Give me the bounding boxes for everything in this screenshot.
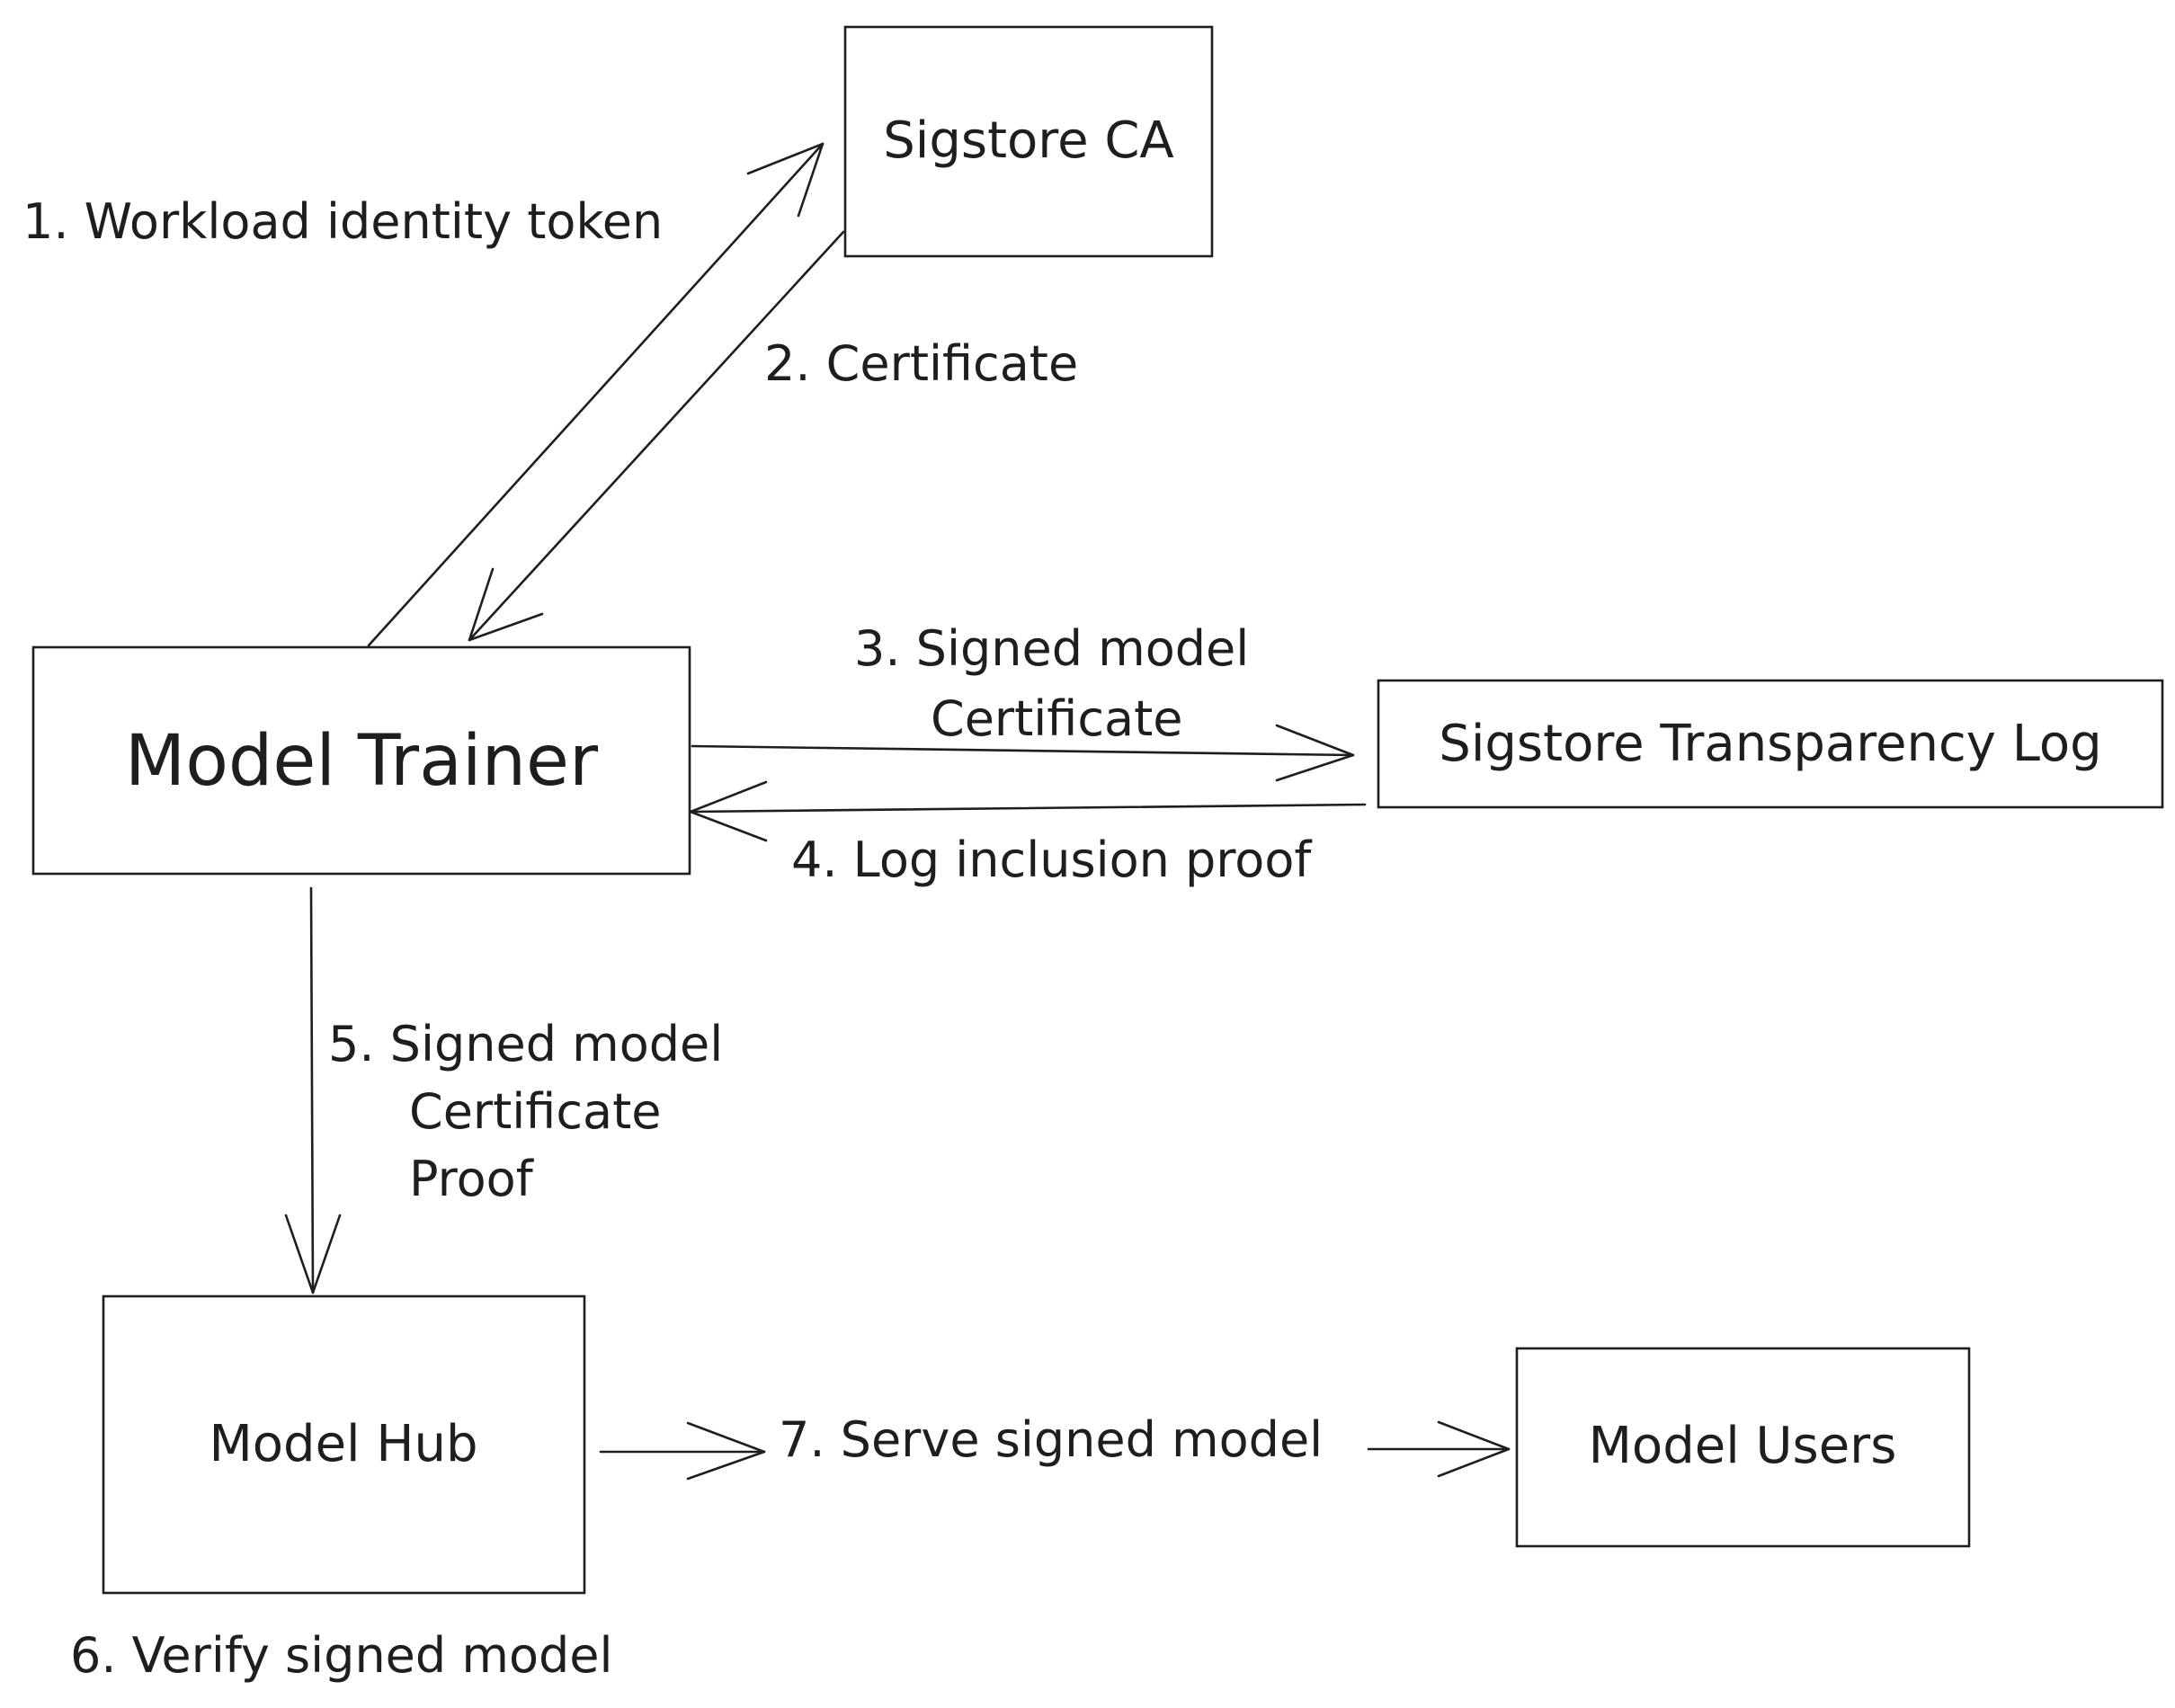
edge-5-label-line3: Proof (409, 1151, 535, 1207)
edge-7-arrowhead-a (686, 1421, 766, 1481)
node-sigstore-ca[interactable]: Sigstore CA (843, 25, 1214, 258)
edge-2-arrowhead (468, 567, 544, 642)
node-model-hub[interactable]: Model Hub (102, 1294, 586, 1595)
edge-2-label: 2. Certificate (764, 335, 1078, 392)
node-transparency-log-label: Sigstore Transparency Log (1439, 715, 2101, 773)
step-6-label: 6. Verify signed model (70, 1627, 613, 1684)
edge-4-label: 4. Log inclusion proof (791, 832, 1313, 888)
edge-1-line (367, 142, 825, 647)
edge-1-arrowhead (746, 142, 825, 218)
edge-7-label: 7. Serve signed model (779, 1411, 1323, 1468)
edge-3-label-line1: 3. Signed model (854, 620, 1249, 677)
edge-certificate (468, 230, 845, 642)
edge-serve-signed-model (599, 1420, 1511, 1481)
edge-5-arrowhead (284, 1214, 342, 1294)
node-model-users[interactable]: Model Users (1515, 1347, 1971, 1548)
edge-5-label-line1: 5. Signed model (328, 1016, 723, 1072)
edge-4-arrowhead (689, 780, 768, 842)
edge-3-arrowhead (1275, 724, 1355, 782)
node-model-trainer[interactable]: Model Trainer (31, 645, 691, 876)
edge-3-label-line2: Certificate (931, 690, 1183, 747)
edge-5-label-line2: Certificate (409, 1083, 662, 1140)
node-model-trainer-label: Model Trainer (125, 721, 599, 802)
edge-7-arrowhead-b (1437, 1420, 1511, 1478)
edge-workload-identity-token (367, 142, 825, 647)
node-sigstore-ca-label: Sigstore CA (883, 111, 1174, 170)
edge-signed-model-to-hub (284, 886, 342, 1294)
node-transparency-log[interactable]: Sigstore Transparency Log (1377, 679, 2164, 809)
edge-3-line (691, 744, 1355, 757)
node-model-users-label: Model Users (1589, 1417, 1897, 1475)
edge-2-line (468, 230, 845, 642)
edge-log-inclusion-proof (689, 780, 1367, 842)
edge-signed-model-to-log (691, 724, 1355, 782)
edge-1-label: 1. Workload identity token (22, 193, 663, 250)
node-model-hub-label: Model Hub (209, 1415, 477, 1473)
edge-5-line (309, 886, 315, 1294)
edge-4-line (689, 803, 1367, 814)
